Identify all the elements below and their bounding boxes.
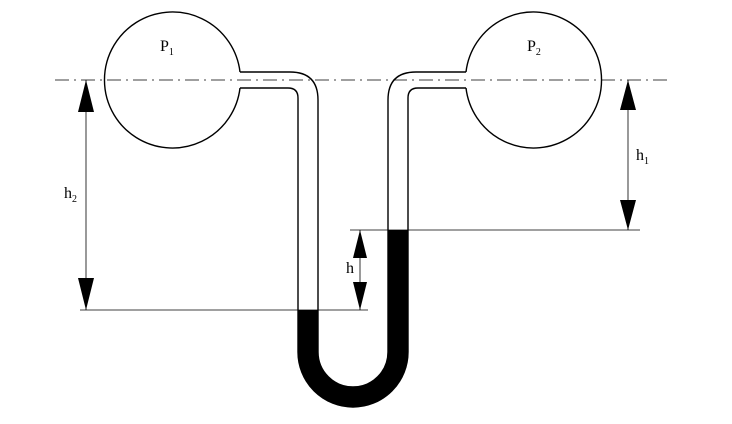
left-bulb [103,11,241,149]
label-p2: P2 [527,38,541,58]
u-tube-inner-wall [240,87,466,408]
h2-dimension [78,80,94,310]
label-h2: h2 [64,185,77,205]
h-dimension [353,230,367,310]
u-tube-outer-wall [240,71,466,388]
label-p1: P1 [160,38,174,58]
h1-dimension [620,80,636,230]
label-h: h [346,260,354,277]
label-h1: h1 [636,147,649,167]
liquid-column [298,230,408,407]
